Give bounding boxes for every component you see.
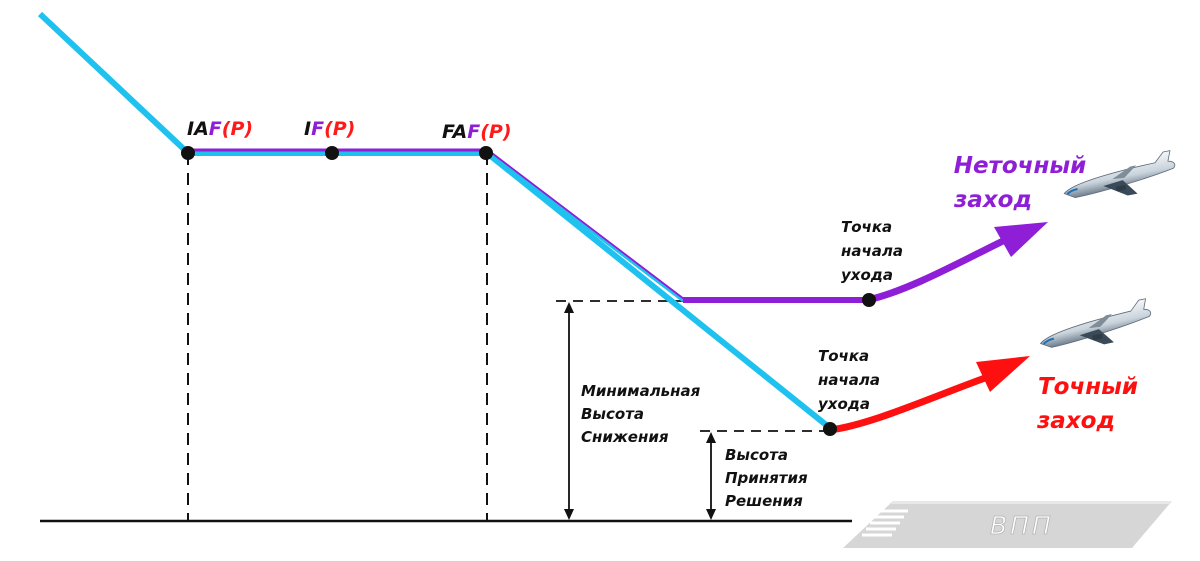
missed-point-label-upper: Точка начала ухода [841, 218, 908, 284]
missed-point-label-lower: Точка начала ухода [818, 347, 885, 413]
iaf-label: IAF(P) [187, 118, 253, 140]
non-precision-title: Неточный заход [953, 153, 1094, 213]
if-point [325, 146, 339, 160]
airplane-icon [1039, 298, 1152, 348]
faf-point [479, 146, 493, 160]
precision-approach-path [37, 11, 832, 431]
iaf-point [181, 146, 195, 160]
non-precision-descent-overlay [486, 151, 684, 302]
faf-label: FAF(P) [442, 121, 512, 143]
runway-label: ВПП [990, 511, 1054, 540]
dh-dimension-arrow [706, 432, 716, 520]
if-label: IF(P) [304, 118, 355, 140]
airplane-icon [1063, 150, 1176, 198]
runway-icon: ВПП [843, 501, 1172, 548]
non-precision-missed-arrow-icon [864, 222, 1048, 304]
dh-label: Высота Принятия Решения [725, 446, 813, 510]
mda-dimension-arrow [564, 302, 574, 520]
non-precision-approach-path [188, 148, 868, 301]
precision-missed-arrow-icon [826, 356, 1030, 434]
mda-label: Минимальная Высота Снижения [581, 382, 706, 446]
missed-point-non-precision [862, 293, 876, 307]
precision-title: Точный заход [1036, 374, 1146, 434]
missed-point-precision [823, 422, 837, 436]
